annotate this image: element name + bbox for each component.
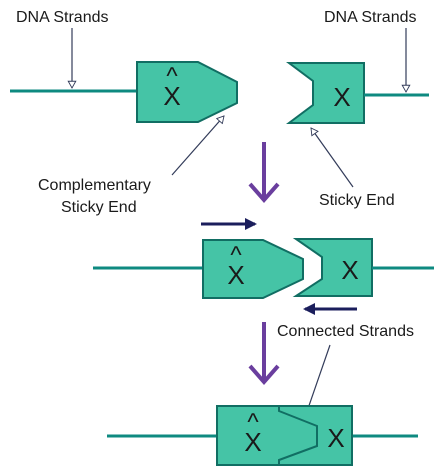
label-dna-strands-right: DNA Strands [324, 9, 416, 26]
hat-symbol-bottom: ^ [247, 409, 259, 436]
fragment-right-with-notch [286, 62, 365, 124]
label-complementary-sticky-end: Sticky End [61, 199, 137, 216]
x-symbol-left-mid: X [227, 260, 244, 290]
pointer-complementary-sticky-end [171, 116, 224, 176]
fragment-right-mid [292, 238, 373, 297]
x-symbol-left-bottom: X [244, 427, 261, 457]
label-sticky-end: Sticky End [319, 192, 395, 209]
label-dna-strands-left: DNA Strands [16, 9, 108, 26]
hat-symbol-mid: ^ [230, 242, 242, 269]
label-connected-strands: Connected Strands [277, 323, 414, 340]
hat-symbol-top: ^ [166, 63, 178, 90]
connected-fragment [216, 405, 353, 466]
pointer-sticky-end [311, 128, 354, 188]
process-arrow-2 [248, 322, 280, 386]
x-symbol-left-top: X [163, 81, 180, 111]
x-symbol-right-bottom: X [327, 423, 344, 453]
x-symbol-right-mid: X [341, 255, 358, 285]
label-complementary: Complementary [38, 177, 151, 194]
process-arrow-1 [248, 142, 280, 204]
ligation-seam [278, 406, 318, 465]
x-symbol-right-top: X [333, 82, 350, 112]
fragment-left-mid [202, 239, 304, 299]
fragment-left-with-protrusion [136, 61, 238, 123]
